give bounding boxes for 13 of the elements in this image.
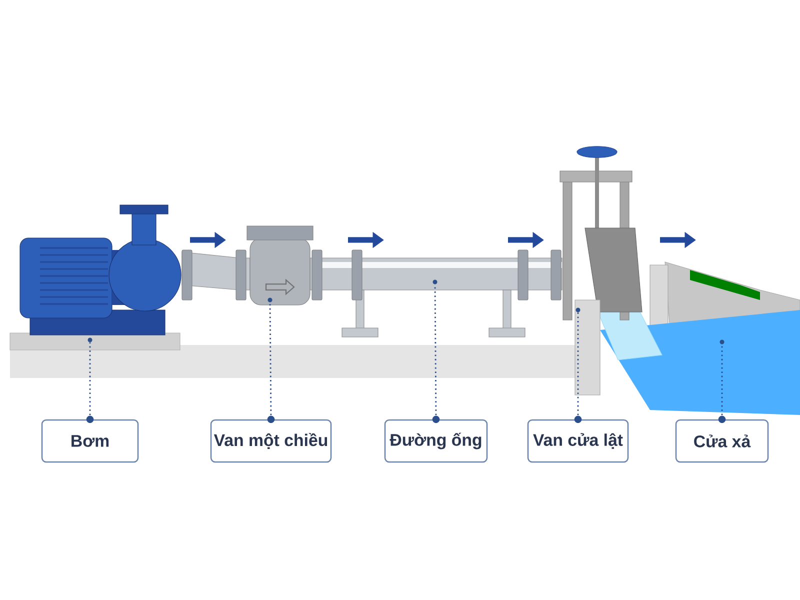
pump-drawing	[10, 204, 182, 350]
water-drawing	[598, 310, 800, 415]
label-box: Cửa xả	[675, 419, 769, 463]
label-box: Đường ống	[384, 419, 488, 463]
leader-line	[86, 342, 94, 424]
label-box: Bơm	[41, 419, 139, 463]
flap-gate-drawing	[560, 146, 642, 396]
label-box: Van một chiều	[210, 419, 332, 463]
leader-line	[432, 284, 440, 424]
check-valve-drawing	[246, 226, 314, 306]
leader-line	[267, 302, 275, 424]
label-box: Van cửa lật	[527, 419, 629, 463]
leader-line	[574, 312, 582, 424]
